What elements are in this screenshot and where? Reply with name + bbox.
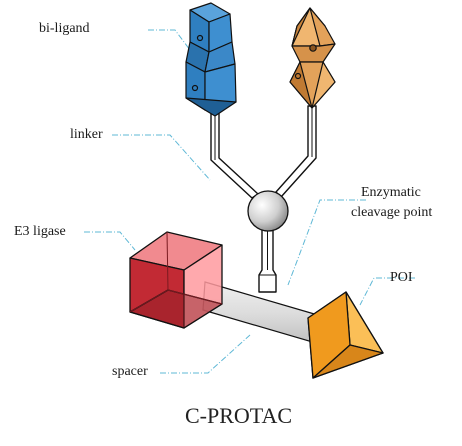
leader-linker: [112, 134, 211, 181]
label-enzymatic: Enzymatic: [361, 185, 421, 200]
leader-lines: [84, 29, 415, 374]
leader-bi-ligand: [148, 29, 191, 51]
label-poi: POI: [390, 270, 413, 285]
label-spacer: spacer: [112, 364, 148, 379]
linker-sphere: [247, 190, 289, 232]
label-bi-ligand: bi-ligand: [39, 21, 90, 36]
label-e3-ligase: E3 ligase: [14, 224, 66, 239]
linker-left-arm: [210, 111, 259, 199]
leader-enzymatic: [287, 199, 366, 286]
e3-ligase-cube: [129, 231, 223, 329]
leader-e3: [84, 231, 136, 251]
blue-ligand: [185, 2, 237, 117]
leader-poi: [359, 277, 415, 306]
diagram-title: C-PROTAC: [185, 403, 293, 428]
poi-pyramid: [307, 291, 384, 379]
linker-right-arm: [275, 105, 317, 198]
label-linker: linker: [70, 127, 103, 142]
label-cleavage-point: cleavage point: [351, 205, 433, 220]
leader-spacer: [160, 334, 251, 374]
orange-ligand: [289, 7, 336, 109]
